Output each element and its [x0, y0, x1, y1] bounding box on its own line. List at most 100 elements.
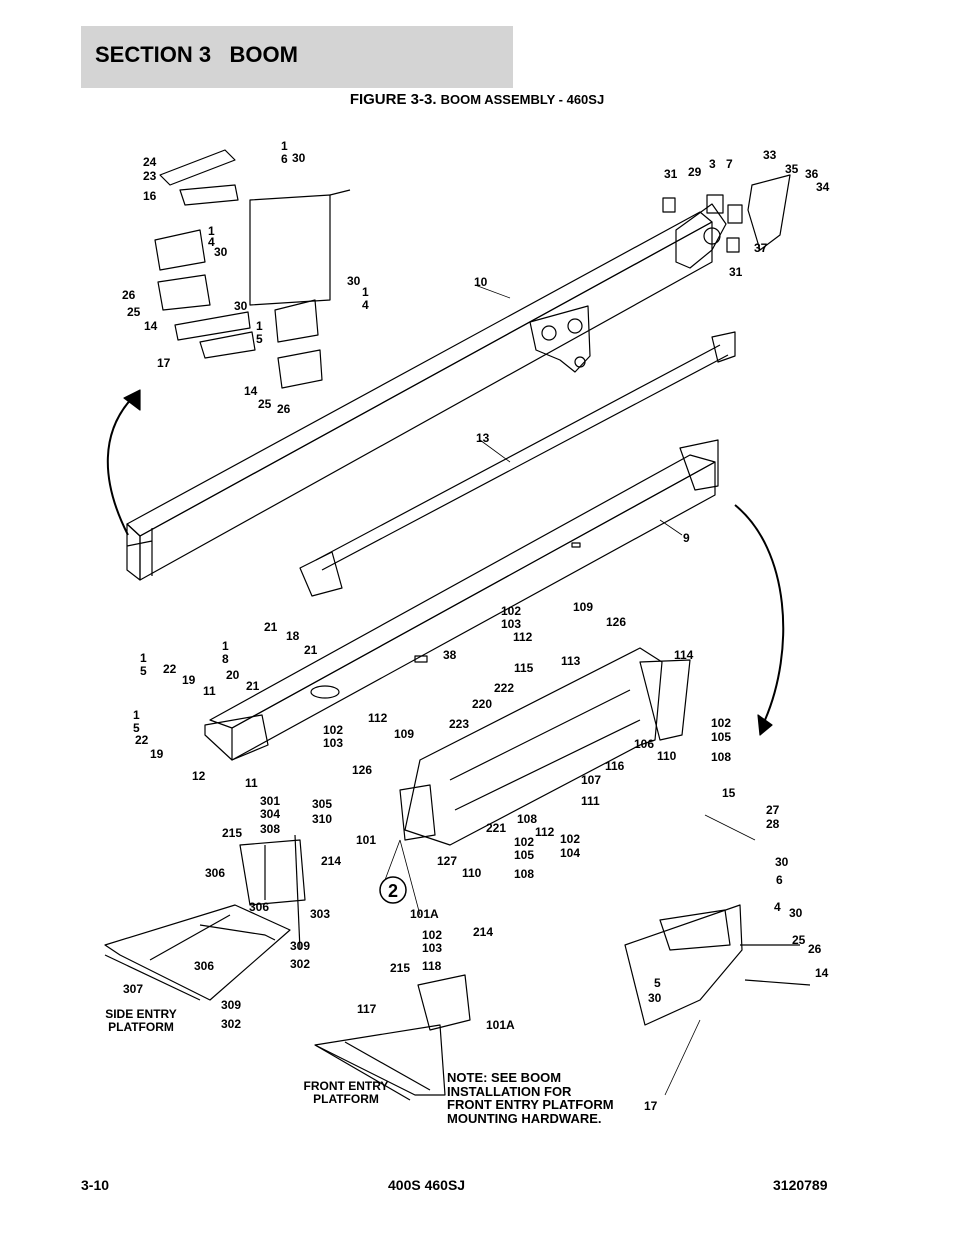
part-callout: 107: [581, 773, 601, 787]
part-callout: 112: [535, 825, 555, 839]
part-callout: 30: [347, 274, 361, 288]
part-callout: 4: [362, 298, 369, 312]
part-callout: 17: [644, 1099, 658, 1113]
part-callout: 214: [321, 854, 341, 868]
part-callout: 1: [140, 651, 147, 665]
boom-end-detail: [624, 904, 811, 1026]
part-callout: 21: [264, 620, 278, 634]
part-callout: 5: [256, 332, 263, 346]
part-callout: 113: [561, 654, 581, 668]
part-callout: 1: [256, 319, 263, 333]
part-callout: 103: [501, 617, 521, 631]
part-callout: 38: [443, 648, 457, 662]
part-callout: 6: [776, 873, 783, 887]
section-header: SECTION 3 BOOM: [81, 26, 513, 88]
part-callout: 22: [163, 662, 177, 676]
part-callout: 102: [560, 832, 580, 846]
part-callout: 302: [290, 957, 310, 971]
part-callout: 8: [222, 652, 229, 666]
part-callout: 25: [258, 397, 272, 411]
part-callout: 19: [182, 673, 196, 687]
part-callout: 1: [208, 224, 215, 238]
part-callout: 126: [352, 763, 372, 777]
part-callout: 35: [785, 162, 799, 176]
part-callout: 301: [260, 794, 280, 808]
part-callout: 30: [648, 991, 662, 1005]
part-callout: 29: [688, 165, 702, 179]
part-callout: 108: [517, 812, 537, 826]
figure-title: FIGURE 3-3. BOOM ASSEMBLY - 460SJ: [0, 91, 954, 108]
part-callout: 304: [260, 807, 280, 821]
part-callout: 105: [711, 730, 731, 744]
part-callout: 110: [657, 749, 677, 763]
fly-boom-section: [204, 439, 719, 761]
part-callout: 26: [808, 942, 822, 956]
part-callout: 222: [494, 681, 514, 695]
part-callout: 109: [573, 600, 593, 614]
part-callout: 103: [323, 736, 343, 750]
part-callout: 307: [123, 982, 143, 996]
part-callout: 112: [513, 630, 533, 644]
part-callout: 18: [286, 629, 300, 643]
part-callout: 306: [205, 866, 225, 880]
part-callout: 30: [789, 906, 803, 920]
part-callout: 28: [766, 817, 780, 831]
part-callout: 25: [792, 933, 806, 947]
part-callout: 223: [449, 717, 469, 731]
part-callout: 1: [222, 639, 229, 653]
part-callout: 309: [221, 998, 241, 1012]
section-header-text: SECTION 3 BOOM: [95, 42, 298, 67]
part-callout: 111: [581, 794, 600, 808]
part-callout: 101A: [410, 907, 439, 921]
front-entry-line1: FRONT ENTRY: [303, 1079, 389, 1093]
part-callout: 101A: [486, 1018, 515, 1032]
part-callout: 9: [683, 531, 690, 545]
part-callout: 5: [654, 976, 661, 990]
wear-pads-top-left: [154, 149, 351, 389]
part-callout: 102: [514, 835, 534, 849]
part-callout: 21: [304, 643, 318, 657]
part-callout: 221: [486, 821, 506, 835]
part-callout: 23: [143, 169, 157, 183]
part-callout: 114: [674, 648, 694, 662]
part-callout: 34: [816, 180, 830, 194]
part-callout: 5: [140, 664, 147, 678]
part-callout: 306: [194, 959, 214, 973]
part-callout: 110: [462, 866, 482, 880]
part-callout: 21: [246, 679, 260, 693]
footer-manual-number: 3120789: [773, 1177, 828, 1193]
part-callout: 118: [422, 959, 442, 973]
part-callout: 6: [281, 152, 288, 166]
flip-arrows: [106, 389, 785, 736]
part-callout: 33: [763, 148, 777, 162]
part-callout: 214: [473, 925, 493, 939]
part-callout: 22: [135, 733, 149, 747]
part-callout: 104: [560, 846, 580, 860]
part-callout: 102: [501, 604, 521, 618]
part-callout: 20: [226, 668, 240, 682]
part-callout: 305: [312, 797, 332, 811]
part-callout: 108: [514, 867, 534, 881]
note-line: MOUNTING HARDWARE.: [447, 1110, 602, 1126]
part-callout: 115: [514, 661, 534, 675]
part-callout: 126: [606, 615, 626, 629]
figure-number: FIGURE 3-3.: [349, 91, 437, 108]
part-callout: 303: [310, 907, 330, 921]
part-callout: 14: [815, 966, 829, 980]
part-callout: 309: [290, 939, 310, 953]
part-callout: 1: [133, 708, 140, 722]
part-callout: 108: [711, 750, 731, 764]
note-line: FRONT ENTRY PLATFORM: [447, 1097, 614, 1112]
part-callout: 302: [221, 1017, 241, 1031]
front-entry-line2: PLATFORM: [313, 1092, 379, 1106]
part-callout: 25: [127, 305, 141, 319]
part-callout: 127: [437, 854, 457, 868]
part-callout: 13: [476, 431, 490, 445]
part-callout: 15: [722, 786, 736, 800]
part-callout: 36: [805, 167, 819, 181]
footer-page-number: 3-10: [81, 1177, 110, 1193]
part-callout: 10: [474, 275, 488, 289]
part-callout: 30: [214, 245, 228, 259]
part-callout: 310: [312, 812, 332, 826]
top-right-brackets: [662, 174, 791, 253]
